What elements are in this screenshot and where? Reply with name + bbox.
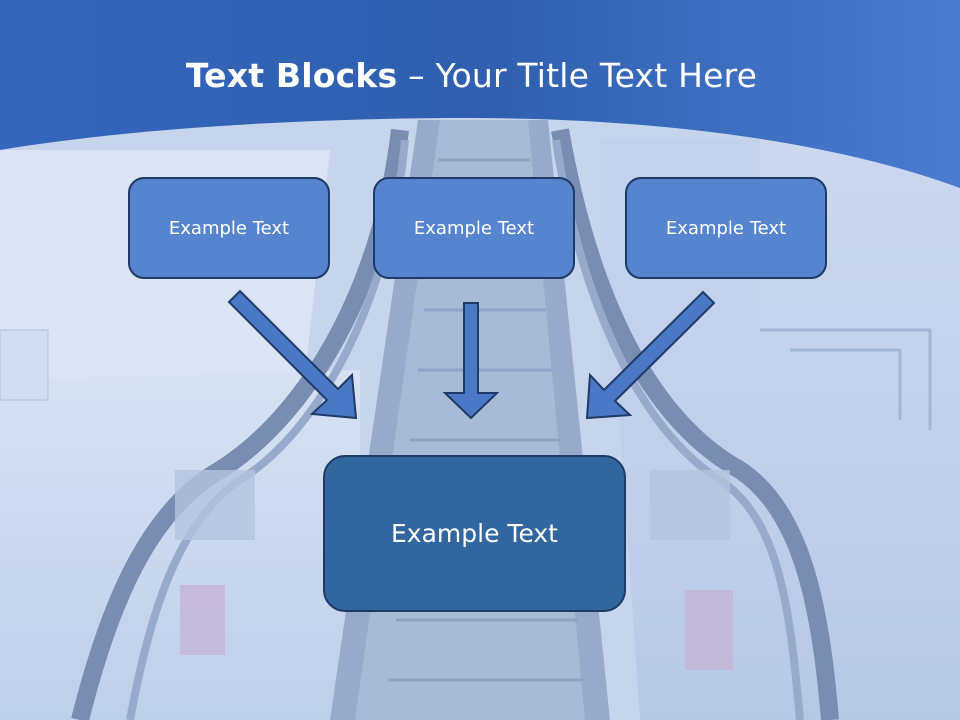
main-text-block: Example Text — [323, 455, 626, 612]
text-block-2: Example Text — [373, 177, 575, 279]
main-text-block-label: Example Text — [391, 519, 558, 548]
title-rest: Your Title Text Here — [435, 56, 758, 95]
slide-title: Text Blocks – Your Title Text Here — [0, 56, 943, 96]
text-block-3: Example Text — [625, 177, 827, 279]
arrow-left-icon — [227, 289, 358, 420]
title-dash: – — [397, 56, 436, 95]
text-block-3-label: Example Text — [665, 217, 787, 239]
arrow-down-icon — [442, 302, 500, 420]
text-block-2-label: Example Text — [413, 217, 535, 239]
text-block-1-label: Example Text — [168, 217, 290, 239]
arrow-right-icon — [585, 290, 716, 420]
title-band — [0, 0, 960, 188]
text-block-1: Example Text — [128, 177, 330, 279]
title-bold: Text Blocks — [185, 56, 398, 95]
